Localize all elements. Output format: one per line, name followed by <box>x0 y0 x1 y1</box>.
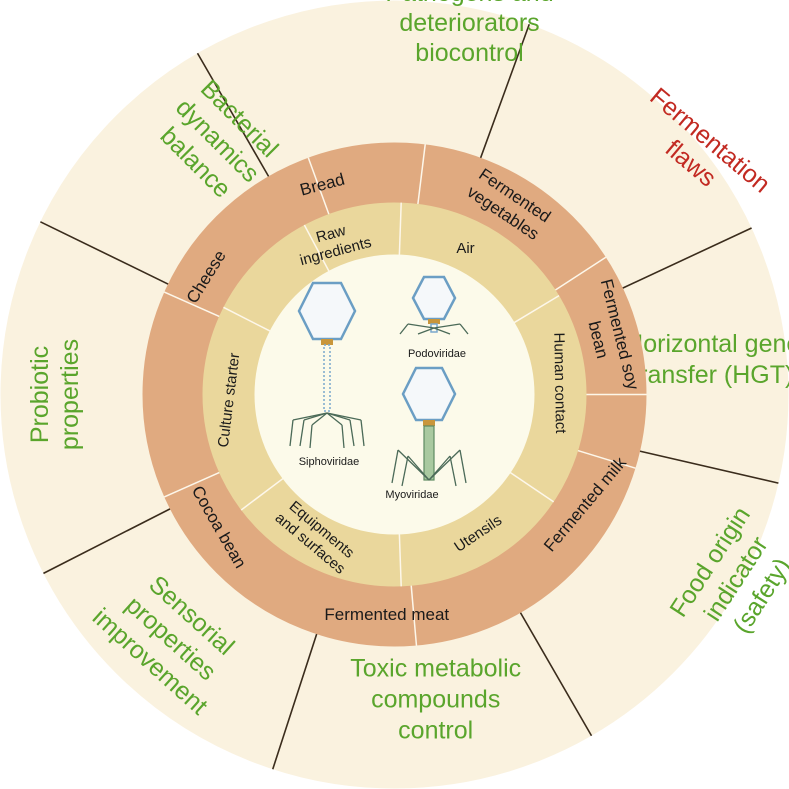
outer-segment-5: Toxic metabolic compounds control <box>350 654 521 744</box>
source-ring-band <box>202 202 587 587</box>
source-ring-divider-7 <box>223 306 272 333</box>
outer-segment-5-line-2: compounds <box>371 685 500 713</box>
myoviridae-phage-icon <box>391 366 467 487</box>
outer-segment-1-line-3: biocontrol <box>415 39 523 67</box>
food-segment-5: Fermented meat <box>324 605 449 624</box>
podoviridae-phage-icon <box>399 275 469 335</box>
food-ring-divider-6 <box>410 583 418 646</box>
outer-segment-5-line-1: Toxic metabolic <box>350 654 521 682</box>
outer-ring-divider-6 <box>271 632 319 770</box>
source-ring-divider-3 <box>512 294 560 325</box>
outer-segment-3-line-1: Horizontal gene <box>625 330 789 358</box>
source-ring-divider-1 <box>303 224 331 274</box>
outer-ring-divider-3 <box>620 227 752 290</box>
outer-segment-1-line-2: deteriorators <box>399 9 539 37</box>
source-segment-3-line-1: Human contact <box>550 332 569 434</box>
source-ring-divider-2 <box>398 202 402 257</box>
food-ring-divider-7 <box>163 471 222 498</box>
podoviridae-label: Podoviridae <box>408 348 466 360</box>
source-ring-divider-6 <box>240 476 285 511</box>
food-ring-divider-3 <box>553 256 607 292</box>
outer-segment-3: Horizontal gene transfer (HGT) <box>625 330 789 389</box>
food-segment-5-line-1: Fermented meat <box>324 605 449 624</box>
outer-ring-divider-2 <box>479 23 531 160</box>
source-ring-divider-5 <box>398 532 402 587</box>
outer-ring-divider-7 <box>43 507 173 575</box>
outer-ring-divider-8 <box>40 221 171 286</box>
outer-segment-7-line-2: properties <box>56 339 84 450</box>
food-ring-divider-2 <box>416 144 426 207</box>
outer-ring-divider-4 <box>637 449 779 484</box>
food-ring-divider-5 <box>575 449 636 469</box>
outer-segment-7-line-1: Probiotic <box>26 346 54 443</box>
source-segment-3: Human contact <box>550 332 569 434</box>
outer-ring-divider-1 <box>196 52 271 179</box>
siphoviridae-label: Siphoviridae <box>299 456 360 468</box>
outer-segment-1-line-1: Pathogens and <box>385 0 553 7</box>
source-ring-divider-4 <box>508 471 555 503</box>
myoviridae-label: Myoviridae <box>385 489 438 501</box>
outer-segment-5-line-3: control <box>398 716 473 744</box>
outer-segment-3-line-2: transfer (HGT) <box>632 361 789 389</box>
food-ring-divider-8 <box>163 291 222 318</box>
source-segment-2-line-1: Air <box>456 240 474 257</box>
food-ring-divider-1 <box>307 157 331 217</box>
siphoviridae-phage-icon <box>289 281 365 449</box>
outer-ring-divider-5 <box>518 610 593 737</box>
source-segment-2: Air <box>456 240 474 257</box>
